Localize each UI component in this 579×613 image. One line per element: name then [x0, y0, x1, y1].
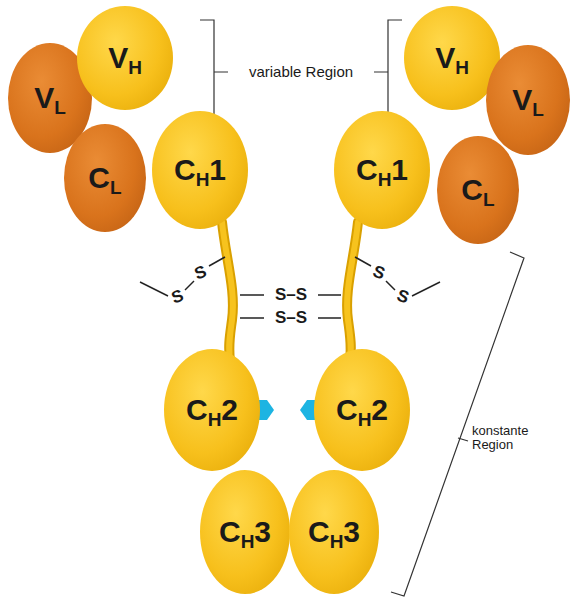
domain-label: CH2 — [186, 395, 238, 425]
domain-label: CL — [461, 175, 494, 205]
bracket — [374, 20, 402, 125]
hinge-region — [222, 222, 233, 360]
heavy-chain-domain: CH3 — [289, 470, 379, 594]
sulfur-atom: S — [169, 286, 186, 307]
heavy-chain-domain: CH2 — [314, 349, 410, 471]
domain-label: VH — [108, 43, 142, 73]
bracket — [200, 20, 228, 125]
sulfur-atom: S — [192, 262, 209, 283]
domain-label: CH3 — [219, 517, 271, 547]
domain-label: CH1 — [174, 155, 226, 185]
hinge-region — [347, 222, 358, 360]
domain-label: VL — [34, 83, 66, 113]
light-chain-domain: VL — [486, 45, 570, 155]
region-label: konstante Region — [472, 424, 548, 453]
heavy-chain-domain: CH3 — [200, 470, 290, 594]
region-label: variable Region — [249, 64, 353, 81]
disulfide-bond: S–S — [275, 286, 307, 305]
disulfide-bond: S–S — [275, 309, 307, 328]
light-chain-domain: CL — [64, 124, 146, 232]
heavy-chain-domain: CH1 — [152, 111, 248, 229]
domain-label: CH3 — [308, 517, 360, 547]
hinge-outline — [347, 222, 358, 360]
sulfur-atom: S — [370, 262, 387, 283]
domain-label: CH2 — [336, 395, 388, 425]
domain-label: CH1 — [356, 155, 408, 185]
domain-label: VH — [435, 43, 469, 73]
domain-label: VL — [512, 85, 544, 115]
light-chain-domain: CL — [437, 136, 519, 244]
heavy-chain-domain: CH1 — [334, 111, 430, 229]
heavy-chain-domain: CH2 — [164, 349, 260, 471]
domain-label: CL — [88, 163, 121, 193]
heavy-chain-domain: VH — [77, 6, 173, 110]
sulfur-atom: S — [394, 286, 411, 307]
hinge-outline — [222, 222, 233, 360]
